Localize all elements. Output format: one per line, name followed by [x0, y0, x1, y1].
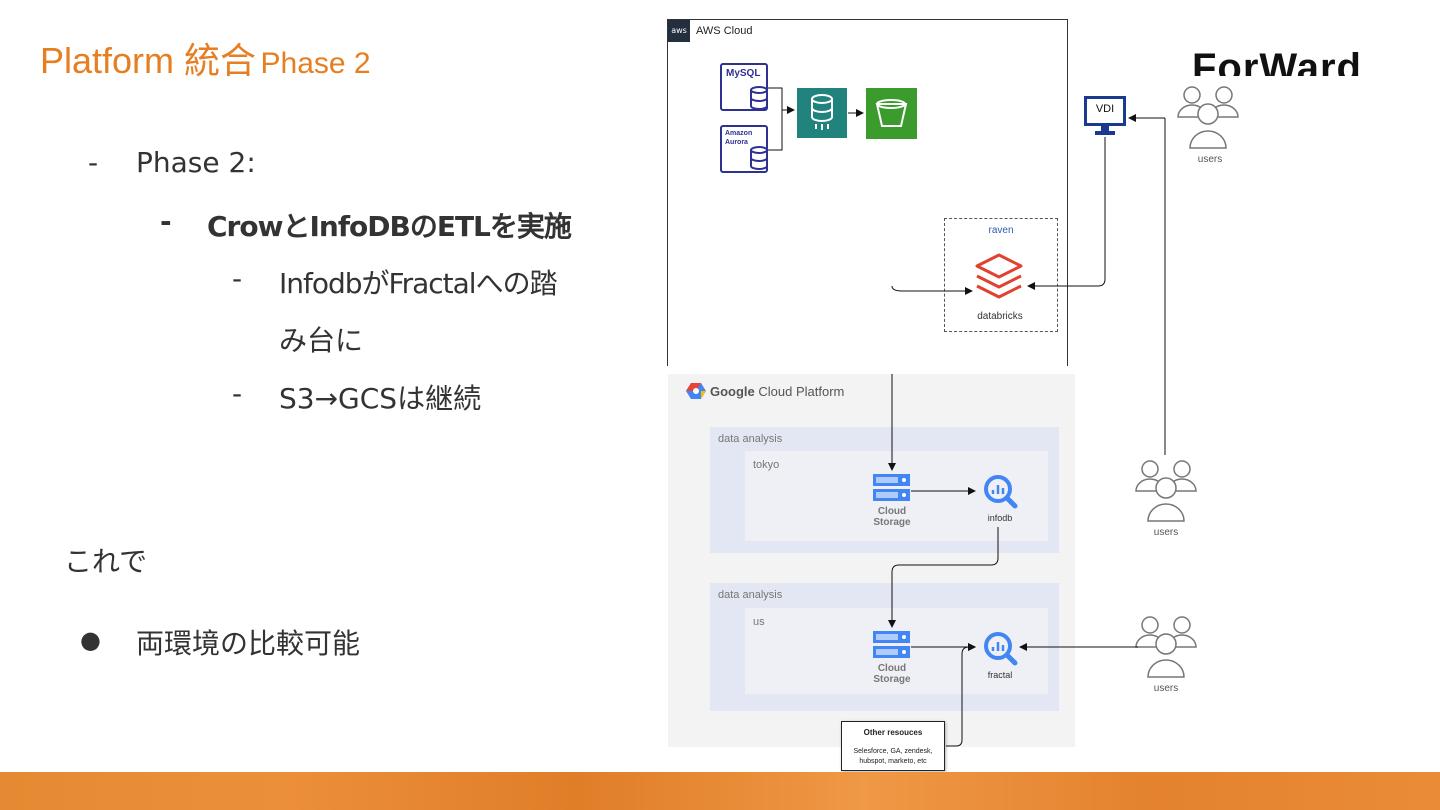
cloud-storage-1-icon [873, 474, 910, 501]
gcp-title-rest: Cloud Platform [754, 384, 845, 399]
other-resources-body: Selesforce, GA, zendesk, hubspot, market… [842, 747, 944, 767]
databricks-label: databricks [977, 311, 1023, 322]
other-resources-line1: Selesforce, GA, zendesk, [853, 748, 933, 755]
aurora-rds-icon: Amazon Aurora [720, 125, 768, 173]
zone-tokyo-label: tokyo [753, 459, 780, 471]
raven-label: raven [988, 225, 1014, 236]
bigquery-infodb-icon [984, 475, 1018, 509]
region-1-label: data analysis [718, 433, 783, 445]
to-databricks-arrow [891, 285, 973, 295]
gcp-title: Google Cloud Platform [710, 384, 844, 399]
gcp-logo-icon [686, 383, 706, 399]
region-2-label: data analysis [718, 589, 783, 601]
title-sub: Phase 2 [260, 47, 371, 80]
vdi-stand-icon [1095, 126, 1115, 135]
cloud-storage-1-line2: Storage [873, 517, 911, 528]
bullet-dot: ● [80, 626, 101, 654]
footer-bar [0, 772, 1440, 810]
aws-cloud-label: AWS Cloud [696, 25, 753, 37]
cloud-storage-2-icon [873, 631, 910, 658]
region-data-analysis-1: data analysis tokyo [710, 427, 1059, 553]
aurora-label-1: Amazon [725, 130, 753, 137]
glue-etl-icon [797, 88, 847, 138]
bullet-l2-dash: - [160, 205, 172, 238]
other-to-fractal-arrow [946, 643, 976, 747]
infodb-to-storage-us-arrow [888, 527, 999, 628]
other-resources-line2: hubspot, marketo, etc [859, 758, 927, 765]
mysql-db-icon [750, 86, 768, 110]
raven-group: raven [944, 218, 1058, 332]
bigquery-fractal-icon [984, 632, 1018, 666]
bullet-l3b-dash: - [232, 377, 243, 410]
users-top-label: users [1197, 154, 1223, 165]
zone-us-label: us [753, 616, 765, 628]
users-mid-icon [1135, 460, 1197, 522]
aurora-label-2: Aurora [725, 139, 748, 146]
bullet-l3a-line1: InfodbがFractalへの踏 [279, 267, 558, 300]
other-resources-box: Other resouces Selesforce, GA, zendesk, … [841, 721, 945, 771]
vdi-monitor: VDI [1084, 96, 1126, 126]
logo-text: ForWard [1192, 46, 1362, 76]
slide-title: Platform 統合 Phase 2 [40, 32, 371, 84]
bullet-l2-text: CrowとInfoDBのETLを実施 [207, 210, 572, 243]
bullet-l3b-text: S3→GCSは継続 [279, 382, 482, 415]
point-text: 両環境の比較可能 [136, 627, 361, 660]
conclusion-text: これで [64, 545, 148, 578]
aurora-to-glue-line [768, 110, 783, 151]
bullet-l3a-dash: - [232, 262, 243, 295]
fractal-label: fractal [987, 670, 1013, 680]
s3-bucket-icon [866, 88, 917, 139]
cloud-storage-2-line1: Cloud [877, 663, 907, 674]
bullet-l3a-line2: み台に [279, 324, 364, 357]
vdi-label: VDI [1095, 103, 1115, 115]
bullet-l1-dash: - [88, 146, 99, 179]
infodb-label: infodb [987, 513, 1013, 523]
other-resources-title: Other resouces [863, 728, 923, 737]
users-mid-label: users [1153, 527, 1179, 538]
cloud-storage-1-label: Cloud Storage [864, 506, 920, 528]
mysql-label: MySQL [726, 68, 761, 79]
cloud-storage-2-label: Cloud Storage [864, 663, 920, 685]
aws-icon: aws [668, 20, 690, 42]
databricks-icon [975, 253, 1023, 299]
users-bottom-icon [1135, 616, 1197, 678]
cloud-storage-2-line2: Storage [873, 674, 911, 685]
aurora-db-icon [750, 146, 768, 170]
vdi-to-databricks-arrow [1027, 137, 1106, 290]
cloud-storage-1-line1: Cloud [877, 506, 907, 517]
title-main: Platform 統合 [40, 40, 257, 81]
users-bottom-label: users [1153, 683, 1179, 694]
gcp-group: Google Cloud Platform data analysis toky… [668, 374, 1075, 747]
mysql-to-glue-arrow [768, 87, 795, 114]
company-logo: ForWard [1192, 36, 1406, 76]
bullet-l1-text: Phase 2: [136, 146, 256, 179]
gcp-title-bold: Google [710, 384, 755, 399]
users-top-icon [1177, 86, 1239, 149]
